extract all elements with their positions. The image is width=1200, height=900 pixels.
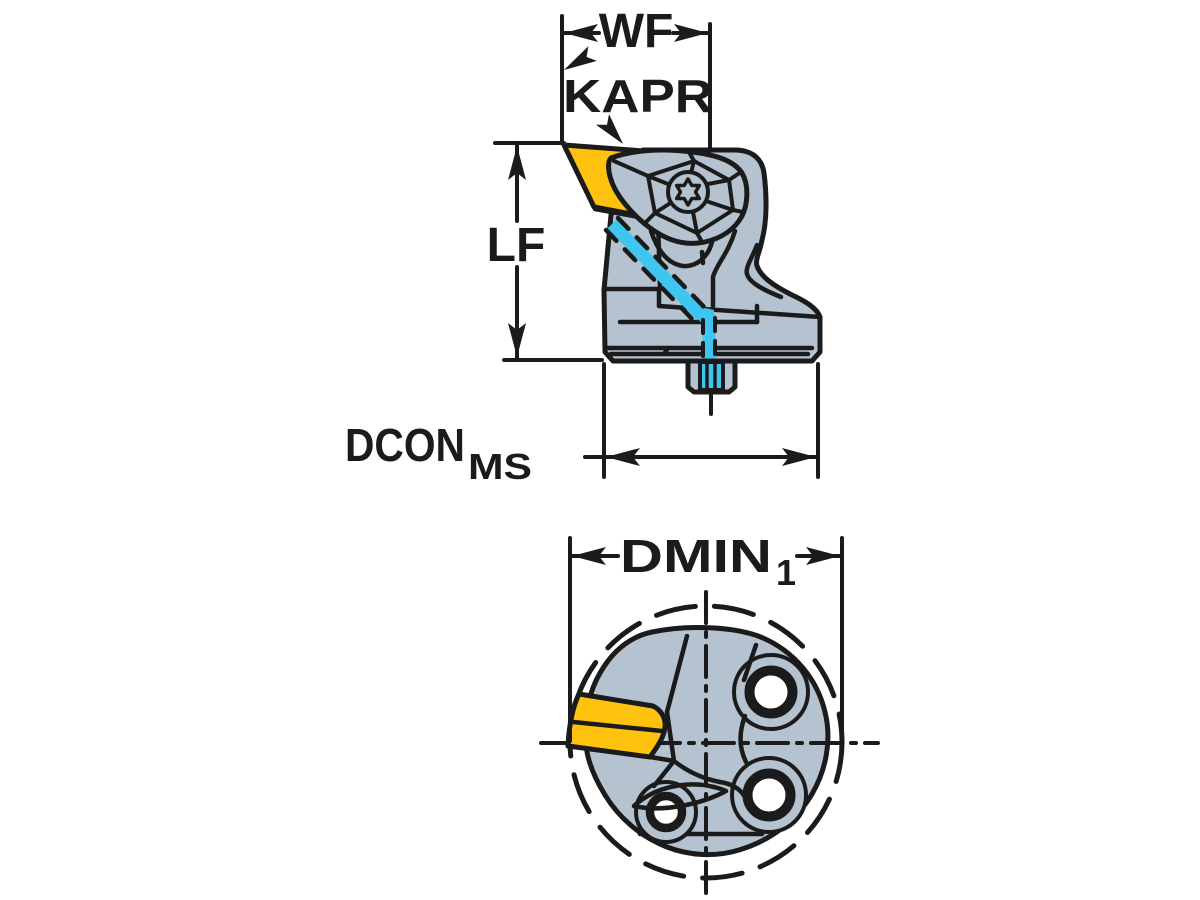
dimension-wf: WF: [560, 5, 712, 150]
dmin-arrow-right: [806, 547, 840, 565]
kapr-label: KAPR: [563, 70, 713, 122]
coolant-channel: [603, 215, 717, 360]
kapr-arrow-lower: [596, 114, 623, 144]
insert-ridge-line: [570, 719, 665, 734]
lf-arrow-down: [508, 323, 526, 357]
dimension-dmin1: DMIN 1: [568, 530, 844, 743]
dcon-arrow-right: [782, 448, 816, 466]
end-view: DMIN 1: [539, 530, 880, 899]
dmin-subscript: 1: [776, 552, 796, 593]
wf-label: WF: [599, 5, 674, 58]
screw-hole: [742, 768, 796, 822]
dmin-arrow-left: [572, 547, 606, 565]
dcon-label: DCON: [345, 419, 465, 471]
lf-arrow-up: [508, 146, 526, 180]
dcon-arrow-left: [606, 448, 640, 466]
kapr-arrow-upper: [564, 46, 597, 70]
screw-hole: [744, 665, 798, 719]
dcon-subscript: MS: [468, 446, 532, 487]
insert-clamp: [606, 147, 750, 246]
side-view: WF KAPR LF DCON MS: [345, 5, 823, 487]
torx-screw-icon: [674, 177, 702, 207]
screw-holes: [634, 653, 810, 844]
insert-end: [565, 691, 668, 760]
wf-arrow-left: [564, 24, 598, 42]
wf-arrow-right: [674, 24, 708, 42]
dimension-dcon-ms: DCON MS: [345, 362, 820, 487]
dimension-lf: LF: [487, 141, 604, 362]
dmin-label: DMIN: [620, 530, 772, 582]
lf-label: LF: [487, 219, 546, 272]
screw-hole: [645, 791, 687, 833]
dimension-kapr: KAPR: [563, 46, 713, 144]
clamp-facet-lines: [612, 150, 745, 244]
coolant-nipple: [685, 358, 738, 416]
pocket-lines: [631, 633, 759, 811]
